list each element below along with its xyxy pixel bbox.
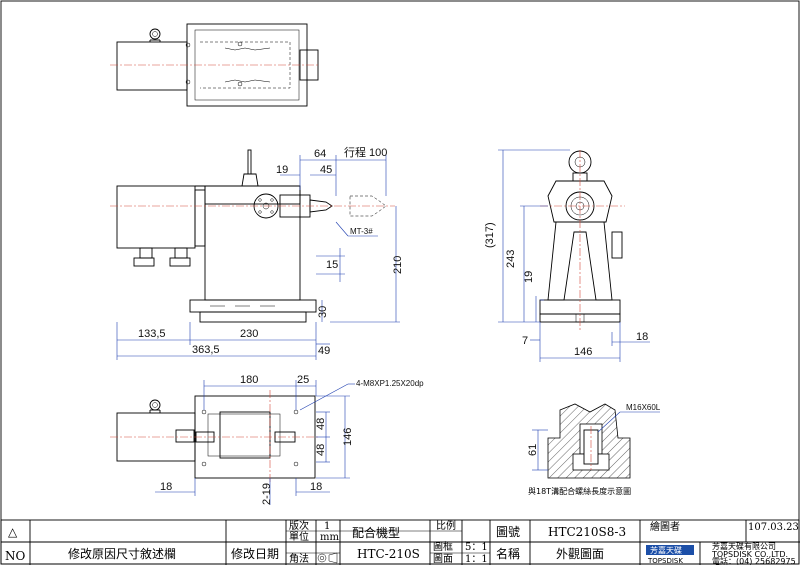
revision-date-label: 修改日期 <box>231 546 279 561</box>
unit-value: mm <box>320 532 339 543</box>
dim-45: 45 <box>320 164 332 176</box>
dim-64: 64 <box>314 148 326 160</box>
dim-19: 19 <box>523 271 535 283</box>
dim-7: 7 <box>522 335 528 347</box>
warning-symbol: △ <box>8 525 18 539</box>
name-label: 名稱 <box>496 546 520 561</box>
dim-146: 146 <box>574 346 592 358</box>
side-view-dimensions: 64 行程 100 19 45 MT-3# 15 210 30 133,5 23… <box>116 146 404 360</box>
dim-2-19: 2-19 <box>261 483 273 505</box>
mating-model-label: 配合機型 <box>352 525 400 540</box>
detail-caption: 與18T溝配合螺絲長度示意圖 <box>528 486 631 496</box>
sheet-label: 圖面 <box>433 553 453 565</box>
name-value: 外觀圖面 <box>556 547 604 561</box>
bottom-plan-view <box>110 390 320 484</box>
callout-holes: 4-M8XP1.25X20dp <box>356 379 424 388</box>
dim-363-5: 363,5 <box>192 344 220 356</box>
dim-210: 210 <box>392 256 404 274</box>
tslot-detail: M16X60L 61 與18T溝配合螺絲長度示意圖 <box>527 403 661 496</box>
svg-text:TOPSDISK: TOPSDISK <box>647 557 683 565</box>
dim-stroke: 行程 100 <box>344 146 387 159</box>
dim-61: 61 <box>527 444 539 456</box>
dim-317: (317) <box>484 222 496 248</box>
dim-19: 19 <box>276 164 288 176</box>
company-logo: 芳嘉天碟 TOPSDISK <box>646 545 694 565</box>
upper-plan-view <box>110 23 320 107</box>
drawing-no-label: 圖號 <box>496 525 520 539</box>
side-view <box>110 149 395 323</box>
version-value: 1 <box>324 521 330 532</box>
sheet-value: 1：1 <box>465 554 488 565</box>
dim-30: 30 <box>317 306 329 318</box>
version-label: 版次 <box>289 519 309 532</box>
angle-label: 角法 <box>289 552 309 565</box>
dim-48b: 48 <box>315 444 327 456</box>
bottom-view-dimensions: 180 25 4-M8XP1.25X20dp 48 48 146 18 2-19… <box>155 374 424 505</box>
dim-18: 18 <box>636 331 648 343</box>
dim-25: 25 <box>297 374 309 386</box>
svg-text:芳嘉天碟: 芳嘉天碟 <box>650 545 682 555</box>
dim-146: 146 <box>342 428 354 446</box>
no-label: NO <box>5 549 26 563</box>
frame-label: 圖框 <box>433 540 453 553</box>
dim-133-5: 133,5 <box>138 328 166 340</box>
company-phone: 電話：(04) 25682975 <box>712 556 796 565</box>
unit-label: 單位 <box>289 530 309 543</box>
callout-bolt: M16X60L <box>626 403 661 412</box>
scale-label: 比例 <box>436 519 456 532</box>
frame-value: 5：1 <box>465 542 488 553</box>
front-view-dimensions: (317) 243 19 7 146 18 <box>484 149 650 362</box>
dim-49: 49 <box>318 345 330 357</box>
title-block: △ NO 修改原因尺寸敘述欄 修改日期 版次 1 單位 mm 角法 配合機型 H… <box>0 519 800 565</box>
revision-note: 修改原因尺寸敘述欄 <box>68 546 176 561</box>
projection-symbol <box>317 552 338 564</box>
drawing-no-value: HTC210S8-3 <box>548 525 626 539</box>
front-view <box>539 150 625 330</box>
dim-243: 243 <box>505 250 517 268</box>
dim-18b: 18 <box>310 481 322 493</box>
callout-mt3: MT-3# <box>350 227 373 236</box>
company-name-cn: 芳嘉天碟有限公司 <box>712 541 776 551</box>
date-value: 107.03.23 <box>748 522 799 533</box>
dim-18: 18 <box>160 481 172 493</box>
dim-15: 15 <box>326 259 338 271</box>
dim-180: 180 <box>240 374 258 386</box>
dim-48a: 48 <box>315 418 327 430</box>
drafter-label: 繪圖者 <box>650 520 680 533</box>
dim-230: 230 <box>240 328 258 340</box>
mating-model-value: HTC-210S <box>357 547 420 561</box>
company-name-en: TOPSDISK CO.,LTD. <box>711 550 788 559</box>
